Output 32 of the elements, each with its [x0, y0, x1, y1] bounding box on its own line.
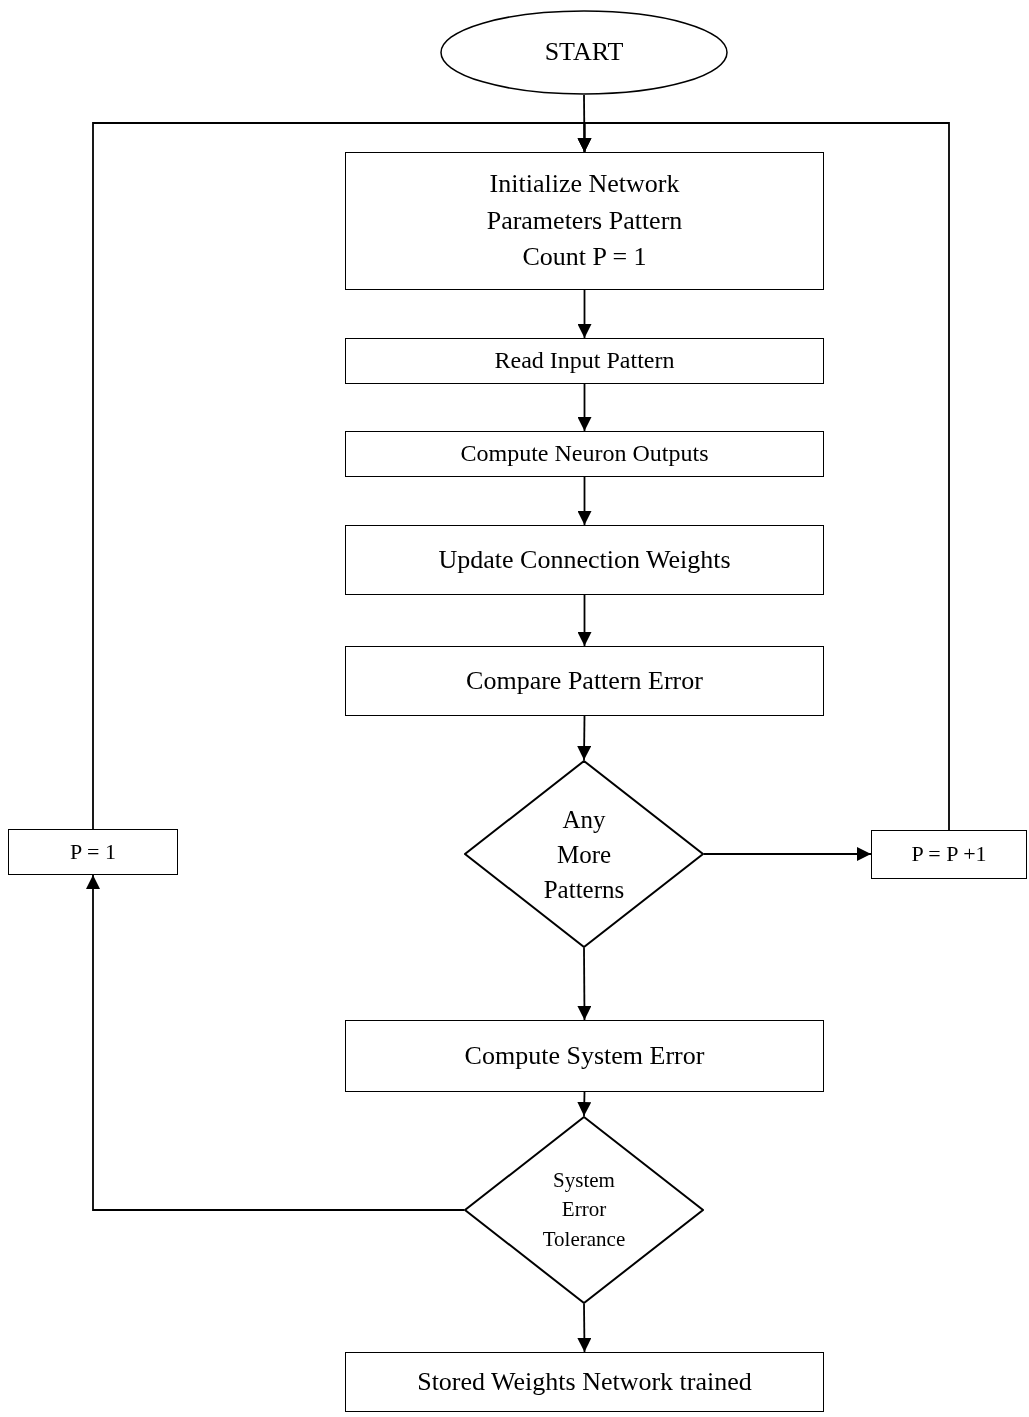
node-label: P = 1	[70, 837, 116, 866]
node-label: Read Input Pattern	[494, 346, 675, 376]
node-label: Initialize Network Parameters Pattern Count P = 1	[485, 168, 684, 274]
process-box	[345, 1352, 824, 1412]
arrow	[577, 594, 592, 647]
arrow	[703, 847, 872, 861]
arrow	[577, 947, 592, 1021]
arrow	[577, 289, 592, 339]
arrow	[92, 122, 592, 830]
node-label: Compute Neuron Outputs	[460, 439, 709, 469]
node-label: System Error Tolerance	[541, 1166, 627, 1253]
process-box	[8, 829, 178, 875]
process-box	[345, 646, 824, 716]
arrow	[86, 874, 465, 1211]
process-box	[345, 152, 824, 290]
node-label: START	[544, 36, 624, 69]
process-box	[871, 830, 1027, 879]
node-label: Stored Weights Network trained	[417, 1365, 752, 1398]
node-label: Update Connection Weights	[438, 543, 731, 576]
process-box	[345, 525, 824, 595]
arrow	[577, 1303, 592, 1353]
node-label: Any More Patterns	[542, 804, 626, 905]
arrow	[577, 1091, 592, 1117]
process-box	[345, 431, 824, 477]
process-box	[345, 338, 824, 384]
process-box	[345, 1020, 824, 1092]
arrow	[577, 715, 592, 761]
node-label: Compute System Error	[464, 1039, 705, 1072]
node-label: P = P +1	[911, 840, 987, 869]
arrow	[577, 383, 592, 432]
arrow	[577, 476, 592, 526]
node-label: Compare Pattern Error	[466, 664, 703, 697]
